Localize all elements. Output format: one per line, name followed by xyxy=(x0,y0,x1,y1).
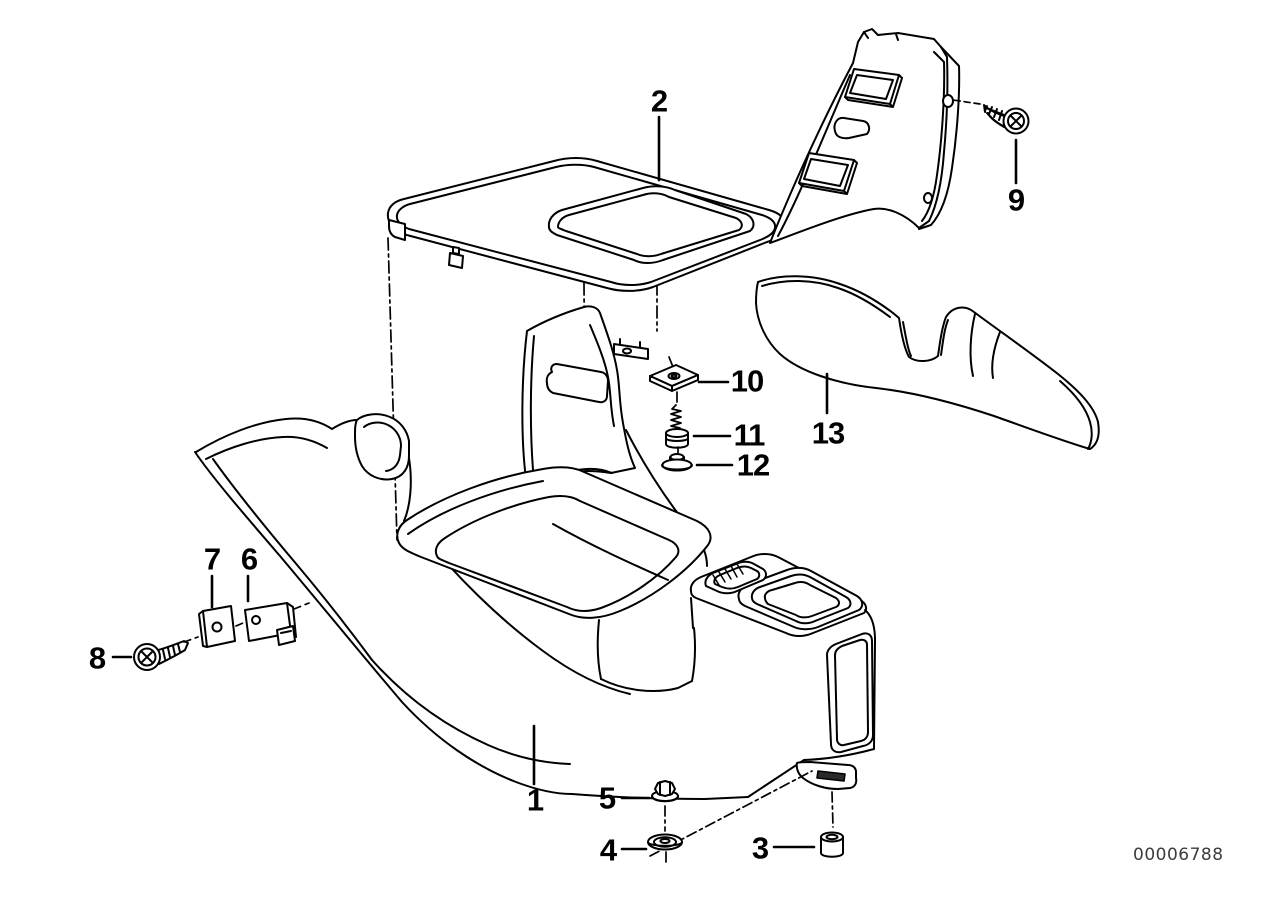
callout-2: 2 xyxy=(650,83,668,119)
console-lid-drawing xyxy=(386,157,787,292)
callout-7: 7 xyxy=(203,541,221,577)
callout-9: 9 xyxy=(1007,182,1025,218)
callout-8: 8 xyxy=(88,640,106,676)
console-rear-panel-drawing xyxy=(769,28,961,244)
callout-4: 4 xyxy=(599,832,617,868)
console-body-drawing xyxy=(194,305,876,800)
leader-lines xyxy=(111,115,1018,851)
side-trim-panel-drawing xyxy=(755,275,1100,450)
callout-1: 1 xyxy=(526,782,544,818)
callout-6: 6 xyxy=(240,541,258,577)
callout-5: 5 xyxy=(598,780,616,816)
callout-11: 11 xyxy=(733,417,766,453)
part-number: 00006788 xyxy=(1133,845,1224,865)
callout-10: 10 xyxy=(730,363,764,399)
callout-12: 12 xyxy=(736,447,770,483)
callout-3: 3 xyxy=(751,830,769,866)
fasteners-drawing xyxy=(133,104,1005,864)
callout-13: 13 xyxy=(811,415,845,451)
